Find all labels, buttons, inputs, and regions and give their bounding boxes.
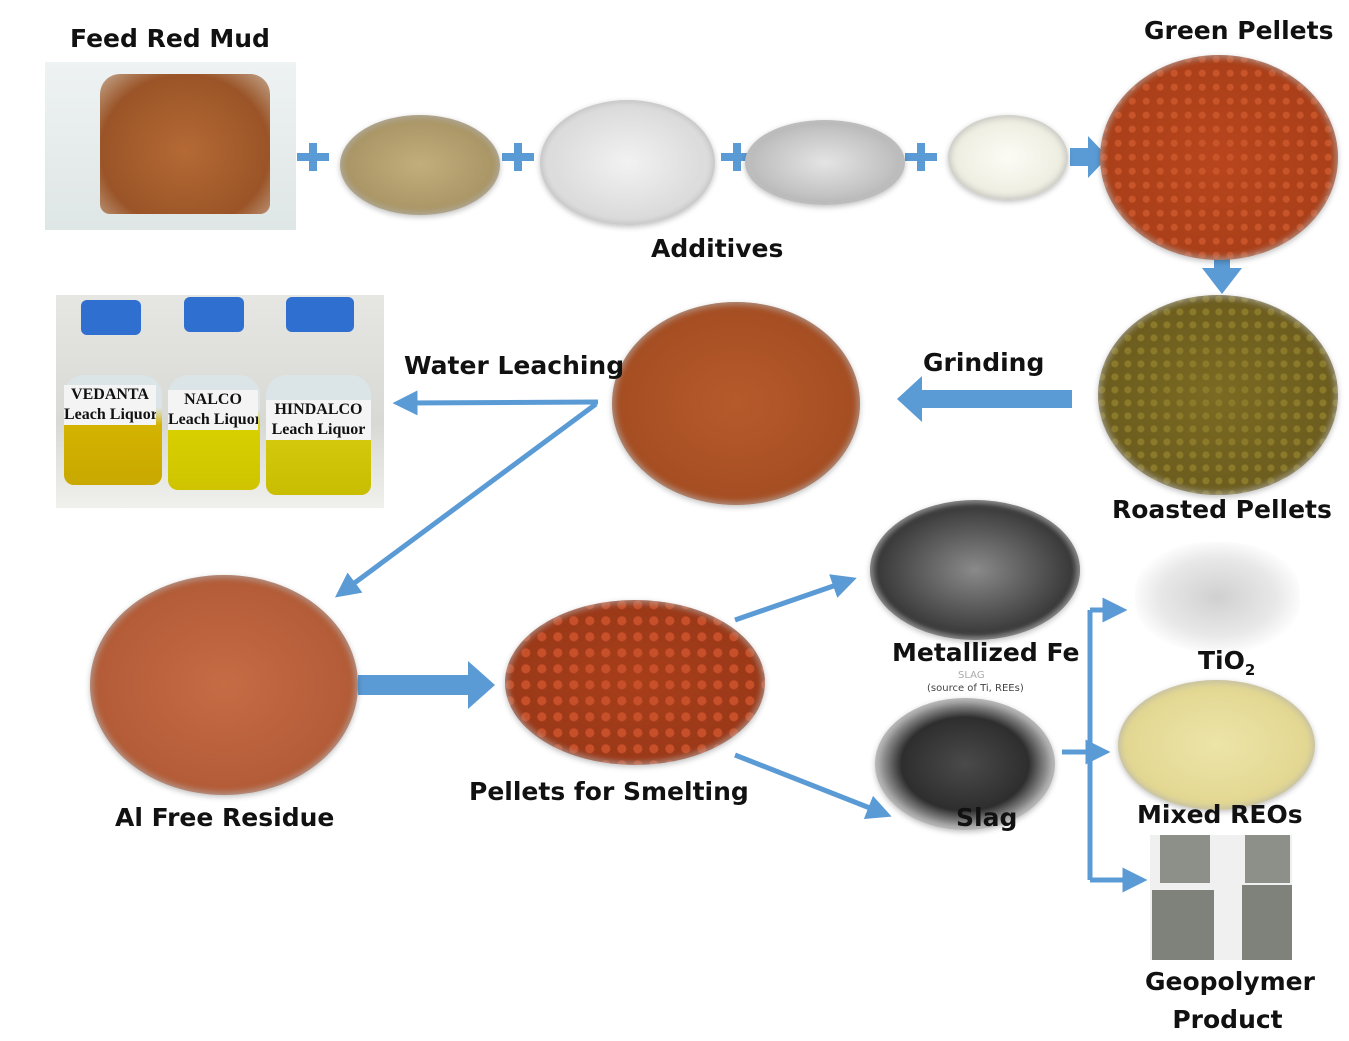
plus-icon (721, 143, 753, 171)
additive-4-dish (948, 115, 1068, 200)
plus-icon (502, 143, 534, 171)
metallized-fe-dish (870, 500, 1080, 640)
slag-dish (875, 698, 1055, 830)
grinding-label: Grinding (923, 348, 1045, 377)
geopolymer-blocks-photo (1150, 835, 1292, 960)
ground-red-powder-dish (612, 302, 860, 505)
al-free-residue-dish (90, 575, 358, 795)
arrow-grinding-left (897, 376, 1072, 422)
additive-3-dish (745, 120, 905, 205)
al-free-residue-label: Al Free Residue (115, 803, 335, 832)
feed-red-mud-photo (45, 62, 296, 230)
plus-icon (297, 143, 329, 171)
arrow-down-to-roasted (1202, 250, 1242, 294)
arrow-to-slag (734, 752, 892, 820)
arrow-right-to-green-pellets (1070, 136, 1108, 178)
tio2-powder-photo (1135, 542, 1300, 652)
metallized-fe-label: Metallized Fe (892, 638, 1080, 667)
additive-1-dish (340, 115, 500, 215)
arrow-to-metallized-fe (734, 574, 857, 623)
pellets-for-smelting-label: Pellets for Smelting (469, 777, 749, 806)
additive-2-dish (540, 100, 715, 225)
roasted-pellets-label: Roasted Pellets (1112, 495, 1332, 524)
green-pellets-label: Green Pellets (1144, 16, 1334, 45)
mixed-reos-label: Mixed REOs (1137, 800, 1303, 829)
feed-red-mud-label: Feed Red Mud (70, 24, 270, 53)
mixed-reos-dish (1118, 680, 1315, 810)
green-pellets-dish (1100, 55, 1338, 260)
arrow-to-al-free-residue (334, 401, 598, 598)
pellets-for-smelting-dish (505, 600, 765, 765)
additives-label: Additives (651, 234, 784, 263)
roasted-pellets-dish (1098, 295, 1338, 495)
slag-caption-subtitle: (source of Ti, REEs) (927, 683, 1024, 694)
tio2-label: TiO2 (1198, 646, 1256, 679)
slag-label: Slag (956, 803, 1018, 832)
arrow-to-leach-liquor (392, 390, 599, 416)
arrow-to-pellets-smelting (358, 661, 495, 709)
slag-caption-title: SLAG (958, 670, 985, 681)
plus-icon (905, 143, 937, 171)
water-leaching-label: Water Leaching (404, 351, 625, 380)
